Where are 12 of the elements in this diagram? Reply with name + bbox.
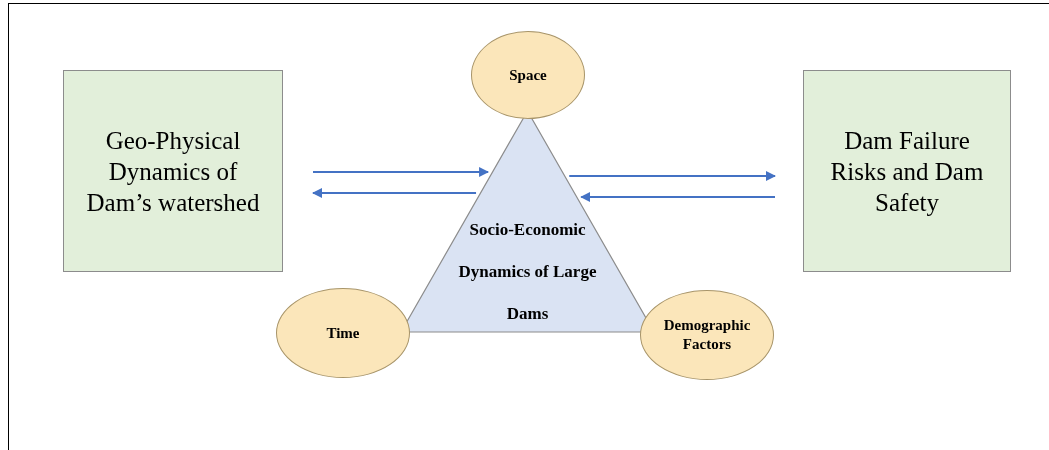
process-box (63, 70, 283, 272)
node-label: Socio-Economic Dynamics of Large Dams (457, 219, 598, 325)
arrow (312, 188, 478, 198)
arrow (580, 192, 776, 202)
arrow (568, 171, 776, 181)
node-label: Dam Failure Risks and Dam Safety (829, 125, 985, 218)
node-label: Time (326, 323, 360, 343)
arrow (312, 167, 490, 177)
node-label: Demographic Factors (662, 316, 752, 354)
node-label: Space (509, 65, 547, 85)
process-box (803, 70, 1011, 272)
node-label: Geo-Physical Dynamics of Dam’s watershed (85, 125, 261, 218)
